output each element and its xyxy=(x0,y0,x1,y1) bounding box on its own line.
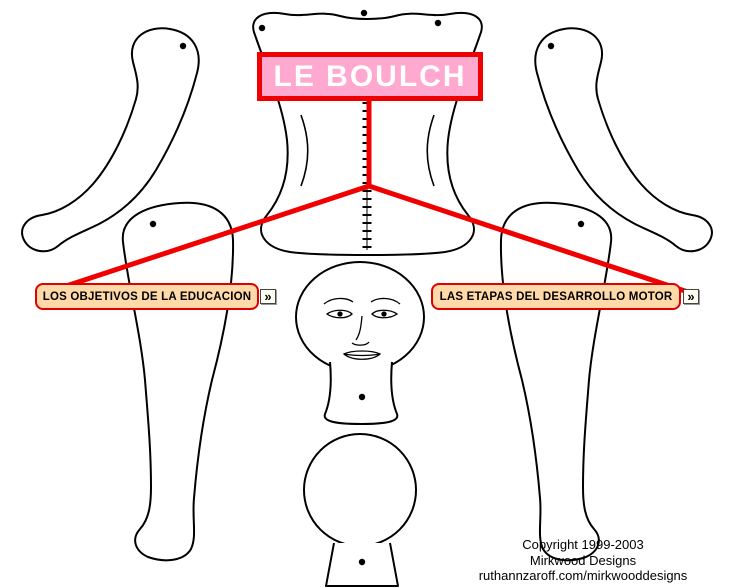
head-back-outline xyxy=(303,433,417,547)
root-node-le-boulch[interactable]: LE BOULCH xyxy=(257,52,483,101)
right-arm-outline xyxy=(534,27,713,253)
node-etapas-desarrollo-motor[interactable]: LAS ETAPAS DEL DESARROLLO MOTOR xyxy=(431,283,681,310)
left-leg-outline xyxy=(121,201,235,562)
torso-detail-lines xyxy=(300,114,435,187)
connector-lines xyxy=(45,96,691,295)
punch-hole-dots xyxy=(149,9,585,566)
right-leg-outline xyxy=(499,201,613,562)
expand-chevron-icon[interactable]: » xyxy=(683,289,699,304)
studio-name: Mirkwood Designs xyxy=(529,552,637,568)
left-arm-outline xyxy=(21,27,200,253)
face-features xyxy=(323,297,401,360)
node-objetivos-educacion[interactable]: LOS OBJETIVOS DE LA EDUCACION xyxy=(35,283,259,310)
copyright-line: Copyright 1999-2003 xyxy=(522,537,644,552)
credit-url: ruthannzaroff.com/mirkwooddesigns xyxy=(478,568,688,583)
expand-chevron-icon[interactable]: » xyxy=(260,289,276,304)
face-neck-outline xyxy=(323,361,399,425)
credits-block: Copyright 1999-2003 Mirkwood Designs rut… xyxy=(456,537,710,584)
